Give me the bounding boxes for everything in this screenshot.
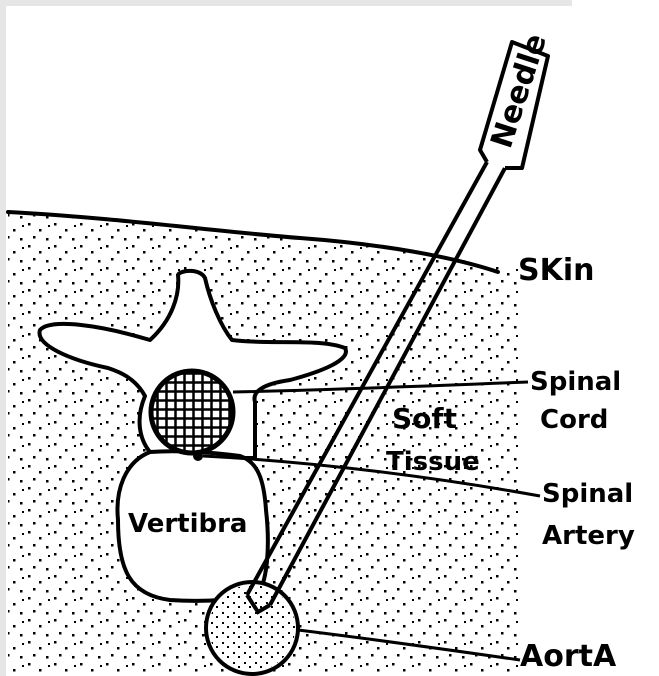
needle-label: Needle — [484, 30, 554, 153]
skin-label: SKin — [518, 253, 595, 288]
spinal-cord-label-line1: Spinal — [530, 367, 621, 397]
vertebra-label: Vertibra — [128, 509, 247, 539]
spinal-artery — [193, 451, 203, 461]
soft-tissue-label-line1: Soft — [392, 402, 457, 435]
spinal-cord — [151, 371, 233, 453]
spinal-cord-label-line2: Cord — [540, 405, 608, 435]
soft-tissue-label-line2: Tissue — [386, 447, 480, 477]
aorta-label: AortA — [520, 639, 617, 674]
spinal-artery-label-line2: Artery — [542, 521, 635, 551]
spinal-artery-label-line1: Spinal — [542, 479, 633, 509]
aorta — [206, 582, 298, 674]
